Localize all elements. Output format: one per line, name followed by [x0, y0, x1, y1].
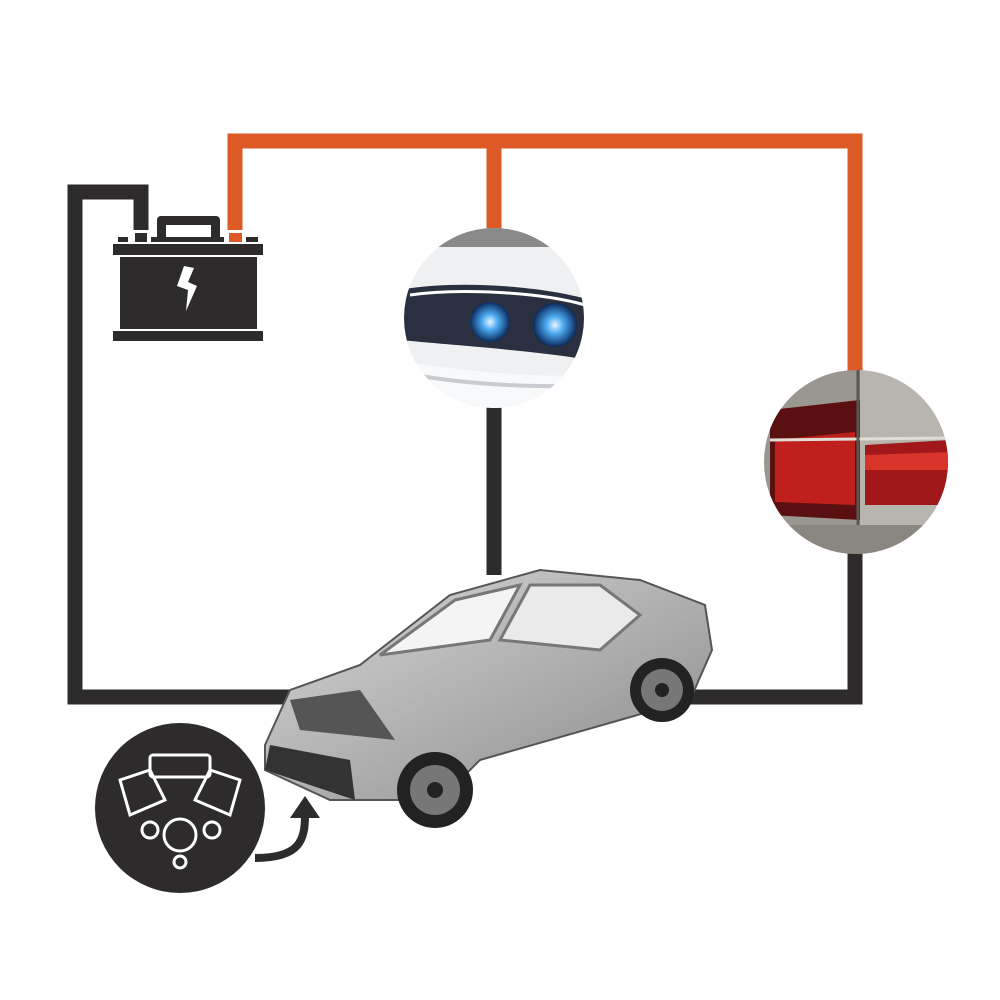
- ground-wire-left: [67, 184, 300, 705]
- arrow-icon: [254, 814, 309, 862]
- battery-icon: [113, 216, 263, 341]
- arrow-head-icon: [290, 796, 320, 818]
- car-body-illustration: [264, 568, 714, 828]
- ground-wire-right: [685, 548, 863, 705]
- engine-icon: [95, 723, 265, 893]
- taillight-photo: [764, 370, 948, 554]
- headlight-photo: [404, 228, 584, 408]
- positive-wire: [227, 133, 863, 372]
- lightning-icon: [177, 266, 197, 311]
